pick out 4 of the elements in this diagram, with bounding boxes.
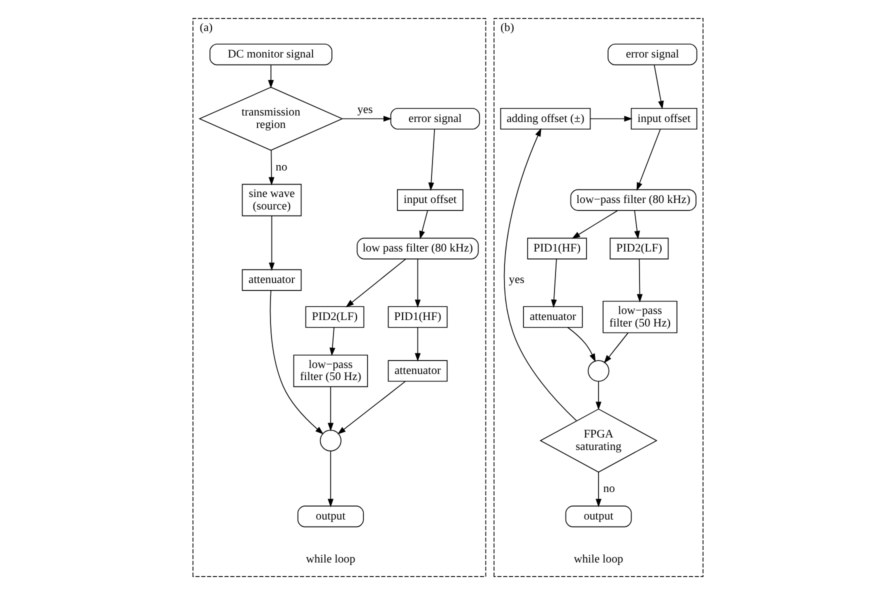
edge-label: no — [602, 482, 614, 496]
edge-label: yes — [508, 273, 524, 286]
edge-label: no — [275, 160, 287, 174]
edge-label: yes — [356, 103, 372, 116]
